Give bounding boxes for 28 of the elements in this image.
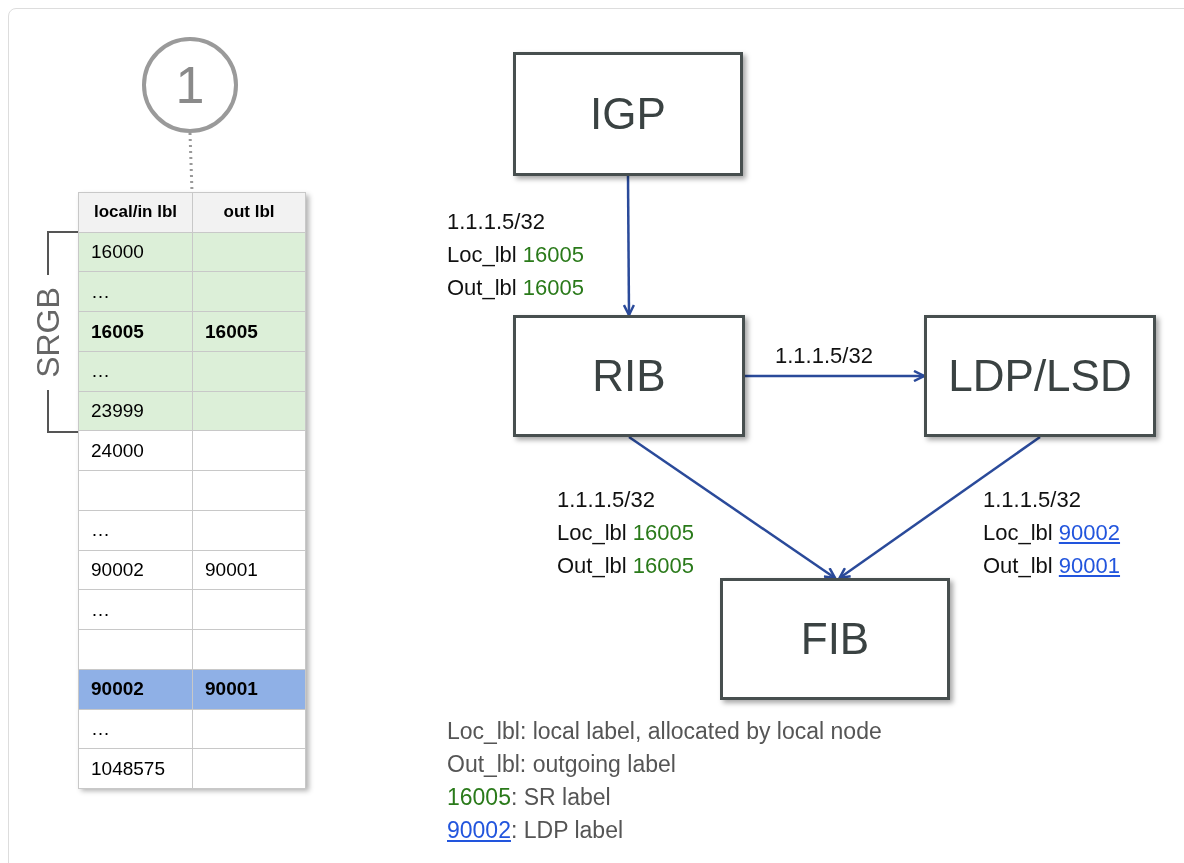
node-label: IGP	[590, 89, 666, 139]
node-label: RIB	[592, 351, 666, 401]
node-label: 1	[175, 55, 205, 115]
bracket-label: SRGB	[29, 286, 67, 380]
arrow	[838, 435, 1041, 580]
note-text: 90002: LDP label	[447, 817, 624, 844]
table-cell: 90002	[78, 668, 193, 710]
note-text: Loc_lbl: local label, allocated by local node	[447, 718, 882, 745]
table-cell: 16005	[192, 311, 306, 352]
column-header: out lbl	[192, 192, 306, 233]
process-box	[720, 578, 950, 700]
note-text: 16005: SR label	[447, 784, 611, 811]
table-cell: 90001	[192, 668, 306, 710]
arrow	[745, 369, 926, 383]
node-label: LDP/LSD	[948, 351, 1132, 401]
arrow	[628, 435, 837, 580]
process-box	[513, 315, 745, 437]
table-cell: 16005	[78, 311, 193, 352]
node-label: FIB	[800, 614, 870, 664]
label-table	[78, 192, 306, 788]
table-cell: 1048575	[78, 748, 193, 789]
table-cell: …	[78, 271, 193, 313]
process-box	[924, 315, 1156, 437]
column-header: local/in lbl	[78, 192, 193, 233]
process-box	[513, 52, 743, 176]
note-text: Out_lbl: outgoing label	[447, 751, 676, 778]
table-cell: …	[78, 350, 193, 392]
arrow	[622, 176, 636, 317]
